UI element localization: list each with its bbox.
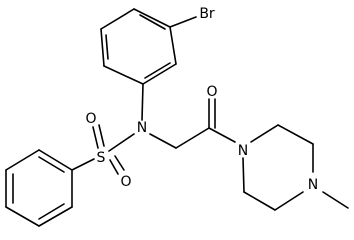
atom-label-o-sulfonyl-top: O [85, 111, 96, 127]
bond-carbonyl-n [208, 127, 236, 143]
bond-ring1-d [133, 8, 171, 28]
bond-ring2-double-3 [38, 203, 65, 220]
bond-layer [5, 8, 349, 227]
bond-ring1-a [103, 65, 144, 85]
atom-label-o-carbonyl: O [206, 84, 217, 100]
atom-label-n-sulfonamide: N [137, 120, 147, 136]
bond-n-s [108, 133, 135, 152]
bond-s-o-top-1 [92, 126, 99, 149]
bond-ring1-e [169, 26, 177, 65]
bond-aryl-n [141, 83, 144, 121]
atom-label-n-piperazine-amide: N [238, 143, 248, 159]
bond-ring1-double-1 [105, 34, 109, 60]
atom-label-layer: Br N S O O O N N [85, 6, 318, 193]
bond-pip-b [277, 124, 314, 145]
bond-pip-a [250, 124, 279, 143]
bond-ring1-double-3 [144, 62, 171, 79]
bond-pip-e [243, 191, 276, 211]
atom-label-n-piperazine-methyl: N [308, 177, 318, 193]
bond-ring1-b [100, 28, 105, 67]
bond-s-o-bottom-1 [109, 159, 119, 175]
bond-ring2-double-1 [38, 156, 65, 173]
bond-ring2-d [5, 206, 40, 227]
bond-n-methyl [322, 191, 349, 209]
bond-ring2-a [38, 149, 73, 171]
bond-ring1-f [142, 63, 177, 85]
bond-ch2-carbonyl [175, 127, 210, 149]
bond-ring1-double-2 [139, 14, 166, 30]
bond-ring2-e [38, 206, 73, 227]
atom-label-o-sulfonyl-bottom: O [120, 174, 131, 190]
bond-n-ch2 [149, 133, 177, 149]
bond-ring2-b [5, 149, 40, 171]
bond-s-phenyl [71, 158, 95, 171]
atom-label-s: S [97, 150, 106, 166]
bond-c-br [169, 16, 197, 28]
bond-s-o-top-2 [98, 124, 105, 147]
chemical-structure-diagram: Br N S O O O N N [5, 6, 349, 227]
bond-pip-f [242, 157, 245, 193]
atom-label-br: Br [199, 6, 215, 22]
bond-s-o-bottom-2 [114, 155, 125, 171]
bond-ring1-c [100, 8, 135, 30]
bond-pip-d [274, 191, 304, 211]
